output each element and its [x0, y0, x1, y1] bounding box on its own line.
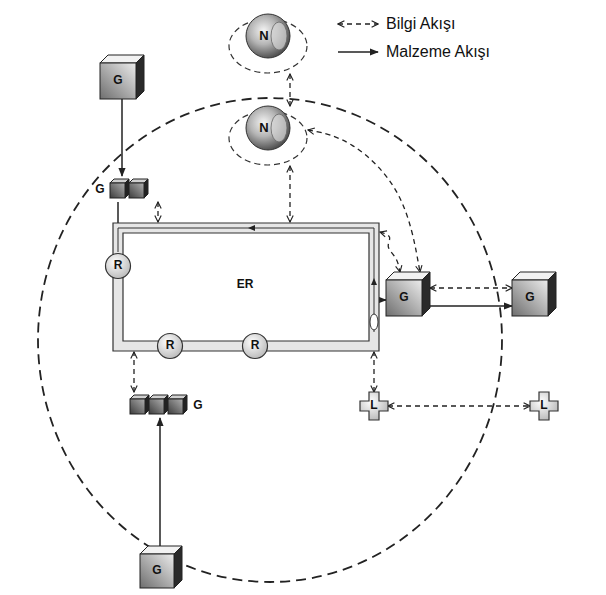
g-cube: G: [512, 272, 556, 316]
node-label: G: [95, 183, 104, 196]
flow-arrow-head: [248, 225, 255, 231]
g-cube: G: [386, 272, 430, 316]
cube-front-face: [168, 399, 183, 414]
cross-shape: [530, 392, 558, 420]
cube-side-face: [145, 395, 149, 414]
cube-front-face: [512, 280, 548, 316]
node-outline: [228, 106, 308, 166]
information-flow-arrow: [289, 166, 290, 222]
information-flow-arrow: [380, 232, 400, 272]
material-flow-arrow: [159, 418, 161, 546]
cube-symbol: [140, 546, 182, 588]
legend-sample-line: [338, 23, 378, 24]
node-outline: [228, 14, 308, 74]
cube-side-face: [164, 395, 168, 414]
circle-shape: [106, 254, 131, 279]
cube-side-face: [183, 395, 187, 414]
l-cross: L: [360, 392, 388, 420]
cube-front-face: [100, 63, 136, 99]
cube-front-face: [140, 554, 174, 588]
l-cross: L: [530, 392, 558, 420]
cube-side-face: [136, 55, 144, 99]
legend-samples: [338, 24, 378, 52]
information-flow-arrow: [133, 352, 134, 392]
node-label: G: [152, 564, 161, 577]
cube-side-face: [144, 179, 148, 198]
node-label: N: [259, 29, 268, 43]
nucleus-lens: [271, 22, 287, 50]
node-label: R: [251, 339, 260, 352]
node-label: G: [193, 399, 202, 412]
connectors: [118, 74, 530, 546]
cube-front-face: [129, 183, 144, 198]
r-circle: R: [242, 333, 268, 359]
er-pipe: [113, 223, 379, 351]
nucleus-sphere: N: [228, 106, 308, 166]
node-label: G: [399, 291, 408, 304]
cube-side-face: [125, 179, 129, 198]
cell-boundary: [38, 98, 502, 582]
g-cube: G: [100, 55, 144, 99]
legend-text: Bilgi Akışı: [386, 15, 455, 32]
legend-entry: Malzeme Akışı: [386, 38, 490, 66]
material-flow-arrow: [118, 279, 157, 346]
r-circle: R: [105, 253, 131, 279]
g-cube: G: [140, 546, 182, 588]
information-flow-arrow: [308, 130, 420, 272]
cube-side-face: [548, 272, 556, 316]
cube-front-face: [110, 183, 125, 198]
material-flow-arrow: [430, 305, 512, 307]
information-flow-arrow: [373, 352, 374, 392]
information-flow-arrow: [430, 287, 512, 288]
g-cube-row: G: [130, 392, 208, 418]
g-cube-row: G: [92, 176, 164, 202]
small-cube-symbol: [110, 179, 129, 198]
flow-arrow-head: [371, 278, 377, 285]
small-cube-symbol: [149, 395, 168, 414]
node-label: L: [370, 399, 377, 412]
r-circle: R: [157, 333, 183, 359]
material-flow-arrow: [268, 300, 386, 346]
node-label: G: [525, 291, 534, 304]
small-cube-symbol: [129, 179, 148, 198]
cross-shape: [360, 392, 388, 420]
information-flow-arrow: [289, 74, 290, 106]
circle-shape: [243, 334, 268, 359]
valve-symbol: [370, 314, 378, 330]
cube-symbol: [512, 272, 556, 316]
node-label: R: [166, 339, 175, 352]
node-label: G: [113, 74, 122, 87]
cube-side-face: [422, 272, 430, 316]
cube-front-face: [386, 280, 422, 316]
legend-sample-line: [338, 51, 378, 52]
nucleus-ball: [246, 14, 290, 58]
cube-front-face: [130, 399, 145, 414]
information-flow-arrow: [388, 405, 530, 406]
node-label: R: [114, 259, 123, 272]
nucleus-sphere: N: [228, 14, 308, 74]
node-label: N: [259, 121, 268, 135]
circle-shape: [158, 334, 183, 359]
small-cube-symbol: [130, 395, 149, 414]
small-cube-symbol: [168, 395, 187, 414]
node-label: L: [540, 399, 547, 412]
return-flow-line: [118, 228, 374, 332]
information-flow-arrow: [157, 202, 158, 222]
cube-symbol: [386, 272, 430, 316]
nucleus-lens: [271, 114, 287, 142]
cube-side-face: [174, 546, 182, 588]
cube-front-face: [149, 399, 164, 414]
er-loop: ER: [112, 222, 380, 352]
legend: Bilgi AkışıMalzeme Akışı: [386, 10, 490, 66]
cube-symbol: [100, 55, 144, 99]
legend-text: Malzeme Akışı: [386, 43, 490, 60]
legend-entry: Bilgi Akışı: [386, 10, 455, 38]
node-label: ER: [237, 278, 254, 291]
material-flow-arrow: [121, 99, 123, 176]
nucleus-ball: [246, 106, 290, 150]
